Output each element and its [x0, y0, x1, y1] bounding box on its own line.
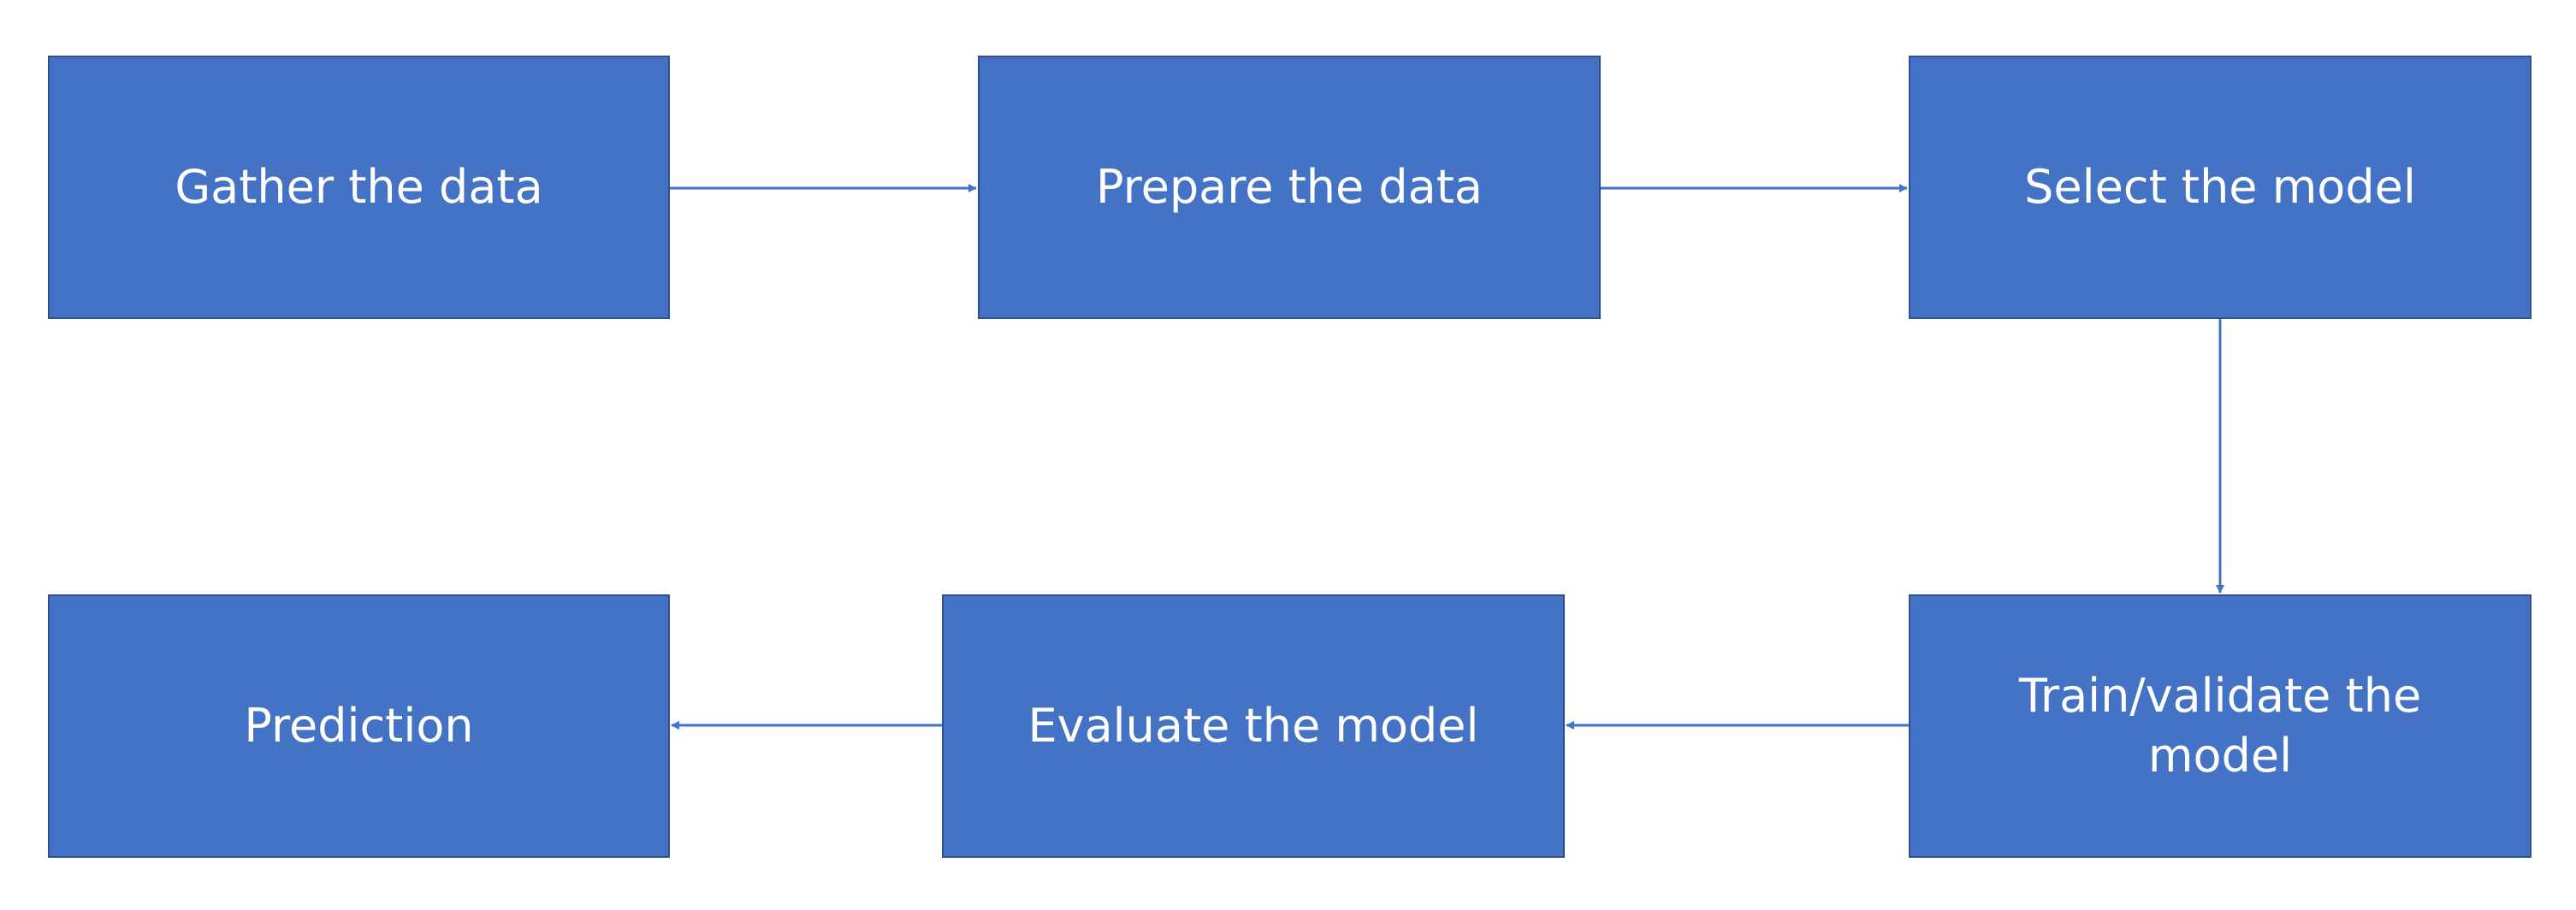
step-gather-the-data: Gather the data — [48, 56, 670, 319]
step-label: Evaluate the model — [1027, 698, 1479, 753]
step-train-validate-the-model: Train/validate the model — [1909, 594, 2532, 858]
step-label: Train/validate the model — [2018, 668, 2422, 783]
step-label: Prediction — [244, 698, 474, 753]
step-evaluate-the-model: Evaluate the model — [942, 594, 1565, 858]
step-label: Select the model — [2024, 159, 2416, 214]
step-prediction: Prediction — [48, 594, 670, 858]
step-select-the-model: Select the model — [1909, 56, 2532, 319]
step-label: Prepare the data — [1095, 159, 1483, 214]
step-label: Gather the data — [175, 159, 543, 214]
step-prepare-the-data: Prepare the data — [978, 56, 1601, 319]
